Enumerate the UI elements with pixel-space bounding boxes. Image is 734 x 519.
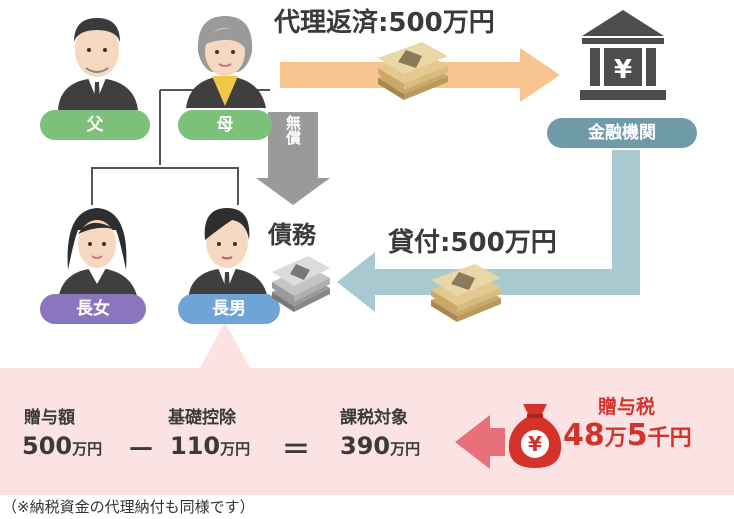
son-label: 長男 [178, 294, 280, 324]
gratuitous-label: 無償 [284, 115, 302, 145]
debt-label: 債務 [268, 221, 316, 249]
mother-label: 母 [178, 110, 272, 140]
gratuitous-arrow [256, 112, 330, 205]
equals-sign: ＝ [282, 433, 311, 466]
money-stack-icon [431, 264, 501, 322]
father-label: 父 [40, 110, 150, 140]
minus-sign: － [127, 433, 156, 466]
bag-yen-symbol: ¥ [528, 432, 542, 456]
bank-icon: ¥ [580, 10, 666, 100]
taxable-title: 課税対象 [340, 408, 408, 428]
money-stack-icon [378, 42, 448, 100]
bank-yen-symbol: ¥ [614, 55, 632, 85]
children-line [91, 167, 239, 205]
deduction-title: 基礎控除 [168, 408, 236, 428]
gift-value: 500万円 [22, 432, 103, 460]
tax-title: 贈与税 [598, 396, 656, 418]
tax-value: 48万5千円 [563, 418, 692, 453]
repayment-label: 代理返済:500万円 [274, 8, 495, 38]
tax-arrow [455, 415, 505, 469]
gift-title: 贈与額 [24, 408, 75, 428]
money-bag-icon: ¥ [508, 404, 562, 468]
daughter-icon [58, 208, 138, 300]
loan-label: 貸付:500万円 [388, 228, 557, 258]
taxable-value: 390万円 [340, 432, 421, 460]
daughter-label: 長女 [40, 294, 146, 324]
deduction-value: 110万円 [170, 432, 251, 460]
father-icon [58, 18, 138, 110]
bank-label: 金融機関 [547, 118, 697, 148]
footnote: （※納税資金の代理納付も同様です） [2, 498, 255, 516]
mother-icon [186, 16, 266, 108]
son-icon [188, 208, 268, 300]
debt-stack-icon [272, 256, 330, 312]
loan-arrow [337, 150, 640, 312]
